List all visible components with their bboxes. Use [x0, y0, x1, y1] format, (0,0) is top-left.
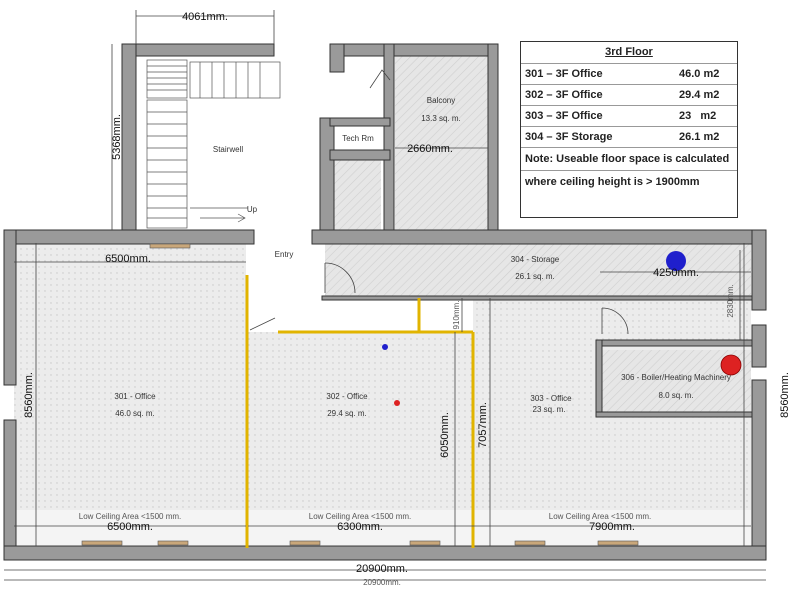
- label-tech-room: Tech Rm: [342, 134, 374, 143]
- partitions: [245, 275, 475, 548]
- label-office-303-area: 23 sq. m.: [533, 405, 566, 414]
- marker-red-small: [394, 400, 400, 406]
- floor-legend: 3rd Floor 301 – 3F Office 46.0 m2 302 – …: [520, 41, 738, 218]
- label-storage-area: 26.1 sq. m.: [515, 272, 555, 281]
- doors: [249, 69, 629, 335]
- dim-bottom-302: 6300mm.: [337, 521, 383, 533]
- legend-room-area: 29.4 m2: [679, 89, 720, 101]
- label-office-301: 301 - Office: [114, 392, 156, 401]
- label-up: Up: [247, 205, 258, 214]
- legend-room-area: 23 m2: [679, 110, 717, 122]
- label-entry: Entry: [275, 250, 294, 259]
- dim-office301-width: 6500mm.: [105, 253, 151, 265]
- office-301-area: [14, 243, 246, 510]
- dim-balcony-width: 2660mm.: [407, 143, 453, 155]
- walls: [3, 43, 767, 561]
- label-stairwell: Stairwell: [213, 145, 243, 154]
- legend-row: 302 – 3F Office 29.4 m2: [521, 85, 737, 106]
- low-ceiling-301: Low Ceiling Area <1500 mm.: [79, 512, 182, 521]
- legend-row: 304 – 3F Storage 26.1 m2: [521, 127, 737, 148]
- legend-room-name: 304 – 3F Storage: [525, 131, 613, 143]
- legend-room-area: 26.1 m2: [679, 131, 720, 143]
- dim-office303-height: 7057mm.: [477, 402, 489, 448]
- dim-top-width: 4061mm.: [182, 11, 228, 23]
- marker-blue-small: [382, 344, 388, 350]
- label-balcony-area: 13.3 sq. m.: [421, 114, 461, 123]
- legend-room-name: 303 – 3F Office: [525, 110, 603, 122]
- tech-room-area: [333, 160, 381, 232]
- windows: [81, 243, 639, 546]
- legend-room-name: 302 – 3F Office: [525, 89, 603, 101]
- office-302-area: [248, 332, 473, 510]
- label-storage: 304 - Storage: [511, 255, 560, 264]
- dim-storage-width: 4250mm.: [653, 267, 699, 279]
- dim-storage-depth: 2830mm.: [726, 284, 735, 317]
- dim-right-height: 8560mm.: [779, 372, 791, 418]
- label-office-303: 303 - Office: [530, 394, 572, 403]
- balcony-area: [395, 55, 490, 230]
- dim-total-width: 20900mm.: [356, 563, 408, 575]
- legend-title: 3rd Floor: [521, 42, 737, 64]
- legend-row: 303 – 3F Office 23 m2: [521, 106, 737, 127]
- legend-note-line-1: Note: Useable floor space is calculated: [521, 148, 737, 171]
- label-boiler: 306 - Boiler/Heating Machinery: [621, 373, 731, 382]
- dim-corridor: 910mm.: [452, 301, 461, 330]
- stair-treads: [146, 59, 281, 229]
- label-office-301-area: 46.0 sq. m.: [115, 409, 155, 418]
- dimension-lines: [4, 10, 766, 581]
- label-office-302: 302 - Office: [326, 392, 368, 401]
- dim-left-height: 8560mm.: [23, 372, 35, 418]
- label-office-302-area: 29.4 sq. m.: [327, 409, 367, 418]
- dim-bottom-301: 6500mm.: [107, 521, 153, 533]
- label-boiler-area: 8.0 sq. m.: [658, 391, 693, 400]
- legend-room-area: 46.0 m2: [679, 68, 720, 80]
- marker-red-large: [720, 354, 742, 376]
- dim-office302-height: 6050mm.: [439, 412, 451, 458]
- legend-row: 301 – 3F Office 46.0 m2: [521, 64, 737, 85]
- marker-blue-large: [666, 251, 686, 271]
- low-ceiling-303: Low Ceiling Area <1500 mm.: [549, 512, 652, 521]
- label-balcony: Balcony: [427, 96, 455, 105]
- legend-note-line-2: where ceiling height is > 1900mm: [525, 176, 700, 188]
- low-ceiling-strip: [14, 510, 751, 545]
- dim-total-width-small: 20900mm.: [363, 578, 401, 587]
- dim-bottom-303: 7900mm.: [589, 521, 635, 533]
- dim-stair-height: 5368mm.: [111, 114, 123, 160]
- legend-room-name: 301 – 3F Office: [525, 68, 603, 80]
- low-ceiling-302: Low Ceiling Area <1500 mm.: [309, 512, 412, 521]
